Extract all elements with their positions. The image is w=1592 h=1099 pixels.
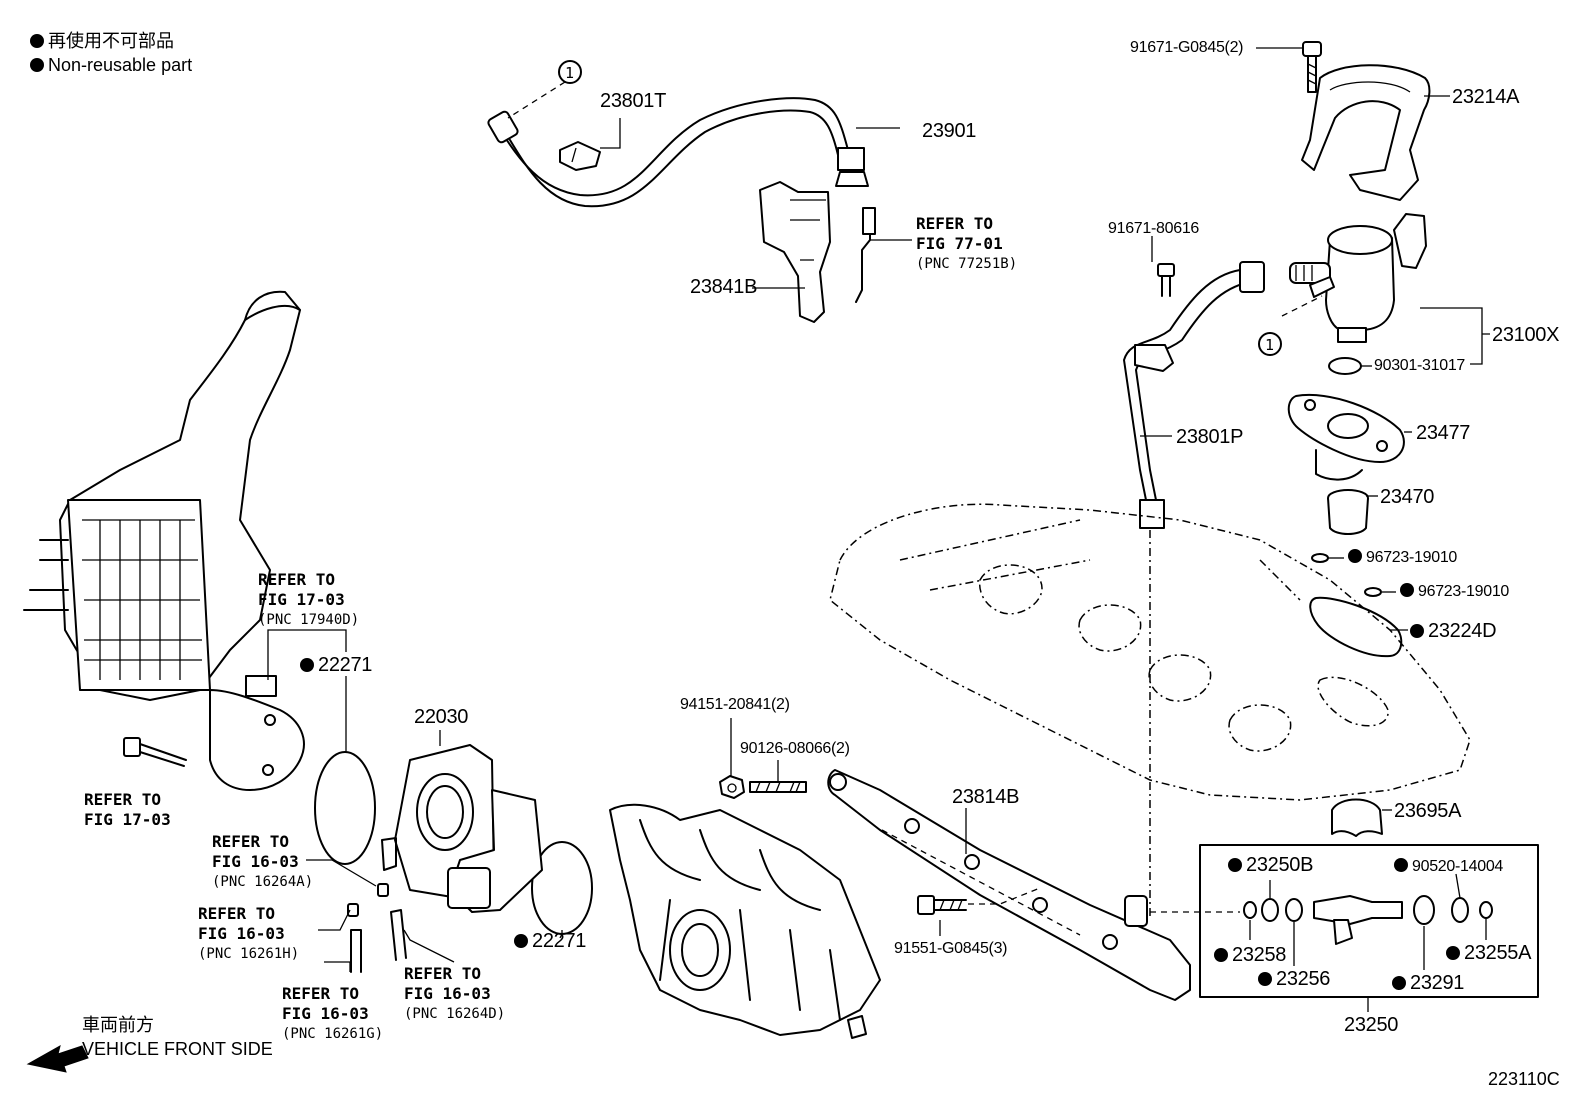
front-arrow-icon bbox=[26, 1044, 89, 1073]
oring-96723-a[interactable] bbox=[1311, 553, 1329, 563]
lifter-23470[interactable] bbox=[1327, 489, 1369, 535]
intake-manifold bbox=[609, 803, 881, 1039]
non-reusable-icon bbox=[1392, 976, 1406, 990]
label-23250B[interactable]: 23250B bbox=[1228, 854, 1313, 876]
callout-dash-2 bbox=[1281, 295, 1323, 317]
front-side-en: VEHICLE FRONT SIDE bbox=[82, 1039, 273, 1059]
label-23470[interactable]: 23470 bbox=[1380, 486, 1435, 508]
label-23901[interactable]: 23901 bbox=[922, 120, 977, 142]
throttle-body-22030[interactable] bbox=[381, 744, 543, 913]
bracket-23214A[interactable] bbox=[1301, 64, 1431, 201]
non-reusable-icon bbox=[1410, 624, 1424, 638]
bullet-icon bbox=[30, 58, 44, 72]
label-91671-G0845[interactable]: 91671-G0845(2) bbox=[1130, 39, 1244, 56]
fuel-pump-23100X[interactable] bbox=[1289, 213, 1427, 343]
label-90126-08066[interactable]: 90126-08066(2) bbox=[740, 740, 850, 757]
non-reusable-icon bbox=[514, 934, 528, 948]
non-reusable-icon bbox=[1258, 972, 1272, 986]
intercooler bbox=[23, 290, 301, 701]
label-91671-80616[interactable]: 91671-80616 bbox=[1108, 220, 1200, 237]
leader-lines bbox=[267, 47, 1490, 1012]
bullet-icon bbox=[30, 34, 44, 48]
label-96723-b[interactable]: 96723-19010 bbox=[1400, 581, 1509, 603]
non-reusable-icon bbox=[1446, 946, 1460, 960]
gasket-22271-a[interactable] bbox=[314, 751, 376, 865]
nut-94151-20841[interactable] bbox=[719, 775, 745, 799]
oring-96723-b[interactable] bbox=[1364, 587, 1382, 597]
label-91551-G0845[interactable]: 91551-G0845(3) bbox=[894, 940, 1008, 957]
bolt-17-03 bbox=[123, 737, 187, 767]
label-23477[interactable]: 23477 bbox=[1416, 422, 1471, 444]
label-23291[interactable]: 23291 bbox=[1392, 972, 1464, 994]
label-22271-a[interactable]: 22271 bbox=[300, 654, 372, 676]
callout-number-right: 1 bbox=[1265, 336, 1275, 354]
callout-circle-top bbox=[558, 60, 582, 84]
pipe-77251B bbox=[855, 207, 876, 303]
bolt-91671-G0845[interactable] bbox=[1302, 41, 1322, 93]
label-23214A[interactable]: 23214A bbox=[1452, 86, 1520, 108]
callout-dash-1 bbox=[507, 81, 566, 119]
bolt-dash bbox=[968, 887, 1041, 905]
figure-code: 223110C bbox=[1488, 1069, 1560, 1089]
non-reusable-icon bbox=[1400, 583, 1414, 597]
fuel-tube-23901[interactable] bbox=[487, 97, 869, 208]
label-23801P[interactable]: 23801P bbox=[1176, 426, 1244, 448]
fuel-pipe-23801P[interactable] bbox=[1123, 261, 1265, 529]
bracket-23841B[interactable] bbox=[759, 181, 831, 323]
non-reusable-icon bbox=[1394, 858, 1408, 872]
label-23841B[interactable]: 23841B bbox=[690, 276, 758, 298]
injector-kit-box bbox=[1199, 844, 1539, 998]
stud-90126-08066[interactable] bbox=[749, 781, 807, 793]
bolt-91671-80616[interactable] bbox=[1157, 263, 1175, 297]
non-reusable-icon bbox=[1348, 549, 1362, 563]
label-23255A[interactable]: 23255A bbox=[1446, 942, 1531, 964]
legend-jp: 再使用不可部品 bbox=[30, 30, 174, 53]
injector-parts[interactable] bbox=[1243, 895, 1493, 945]
bolt-91551-G0845[interactable] bbox=[917, 895, 967, 915]
label-23224D[interactable]: 23224D bbox=[1410, 620, 1497, 642]
label-94151-20841[interactable]: 94151-20841(2) bbox=[680, 696, 790, 713]
label-90301-31017[interactable]: 90301-31017 bbox=[1374, 357, 1466, 374]
callout-circle-right bbox=[1258, 332, 1282, 356]
label-23100X[interactable]: 23100X bbox=[1492, 324, 1560, 346]
label-23801T[interactable]: 23801T bbox=[600, 90, 667, 112]
intake-adapter bbox=[209, 675, 305, 791]
label-23250[interactable]: 23250 bbox=[1344, 1014, 1399, 1036]
label-23256[interactable]: 23256 bbox=[1258, 968, 1330, 990]
non-reusable-icon bbox=[1228, 858, 1242, 872]
label-22030[interactable]: 22030 bbox=[414, 706, 469, 728]
gasket-23224D[interactable] bbox=[1309, 596, 1403, 658]
delivery-pipe-23814B[interactable] bbox=[827, 769, 1191, 1001]
non-reusable-icon bbox=[1214, 948, 1228, 962]
legend-en: Non-reusable part bbox=[30, 54, 192, 77]
gasket-23477[interactable] bbox=[1287, 393, 1405, 481]
label-90520-14004[interactable]: 90520-14004 bbox=[1394, 856, 1503, 878]
label-22271-b[interactable]: 22271 bbox=[514, 930, 586, 952]
cylinder-head-cover bbox=[829, 503, 1471, 920]
clip-23801T[interactable] bbox=[559, 141, 601, 171]
callout-number-top: 1 bbox=[565, 64, 575, 82]
label-23695A[interactable]: 23695A bbox=[1394, 800, 1462, 822]
oring-90301-31017[interactable] bbox=[1328, 357, 1362, 375]
label-23258[interactable]: 23258 bbox=[1214, 944, 1286, 966]
hoses-16-03 bbox=[347, 883, 407, 973]
non-reusable-icon bbox=[300, 658, 314, 672]
label-23814B[interactable]: 23814B bbox=[952, 786, 1020, 808]
front-side-jp: 車両前方 bbox=[82, 1015, 154, 1035]
clamp-23695A[interactable] bbox=[1331, 798, 1383, 837]
label-96723-a[interactable]: 96723-19010 bbox=[1348, 547, 1457, 569]
